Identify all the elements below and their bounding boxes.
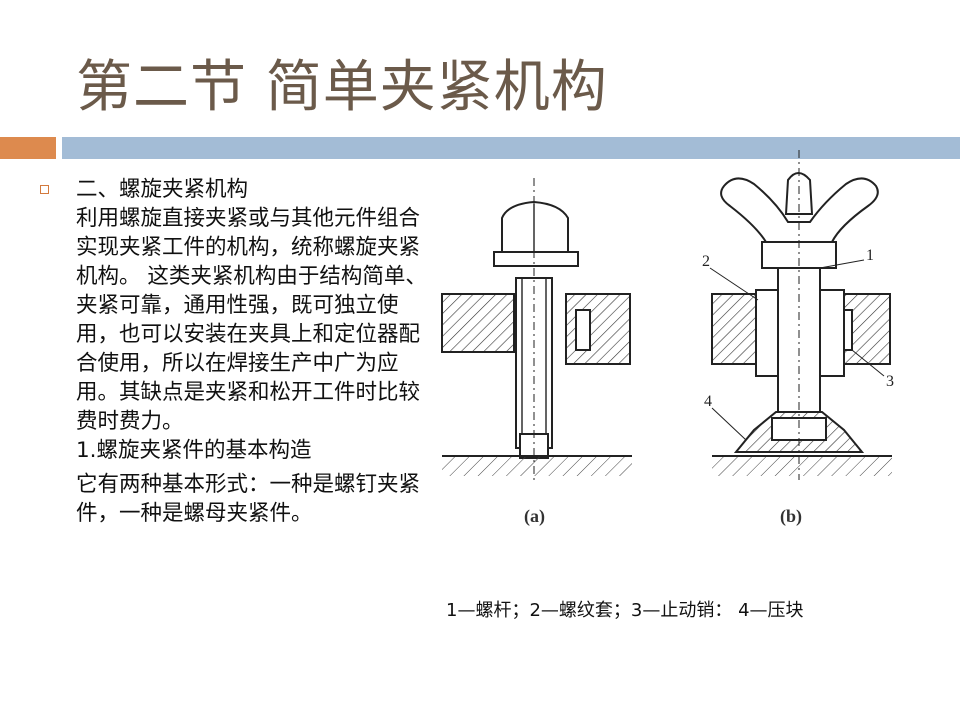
section-heading: 二、螺旋夹紧机构 xyxy=(76,177,249,202)
callout-4: 4 xyxy=(704,393,712,410)
label-a: (a) xyxy=(524,506,545,527)
accent-bar-orange xyxy=(0,137,56,159)
bullet-square-icon xyxy=(40,185,49,194)
body-text: 二、螺旋夹紧机构 利用螺旋直接夹紧或与其他元件组合实现夹紧工件的机构，统称螺旋夹… xyxy=(76,175,436,528)
diagram-a xyxy=(441,178,632,480)
callout-2: 2 xyxy=(702,253,710,270)
slide-title: 第二节 简单夹紧机构 xyxy=(76,55,608,120)
subheading: 1.螺旋夹紧件的基本构造 xyxy=(76,438,312,463)
figure-caption: 1—螺杆；2—螺纹套；3—止动销： 4—压块 xyxy=(446,600,804,621)
paragraph-2: 它有两种基本形式：一种是螺钉夹紧件，一种是螺母夹紧件。 xyxy=(76,472,421,526)
label-b: (b) xyxy=(780,506,802,527)
diagram-b xyxy=(709,150,892,480)
clamp-diagram: 1 2 3 4 (a) (b) xyxy=(441,150,894,527)
callout-1: 1 xyxy=(866,247,874,264)
accent-bar-blue xyxy=(62,137,960,159)
paragraph-1: 利用螺旋直接夹紧或与其他元件组合实现夹紧工件的机构，统称螺旋夹紧机构。 这类夹紧… xyxy=(76,206,427,434)
callout-3: 3 xyxy=(886,373,894,390)
